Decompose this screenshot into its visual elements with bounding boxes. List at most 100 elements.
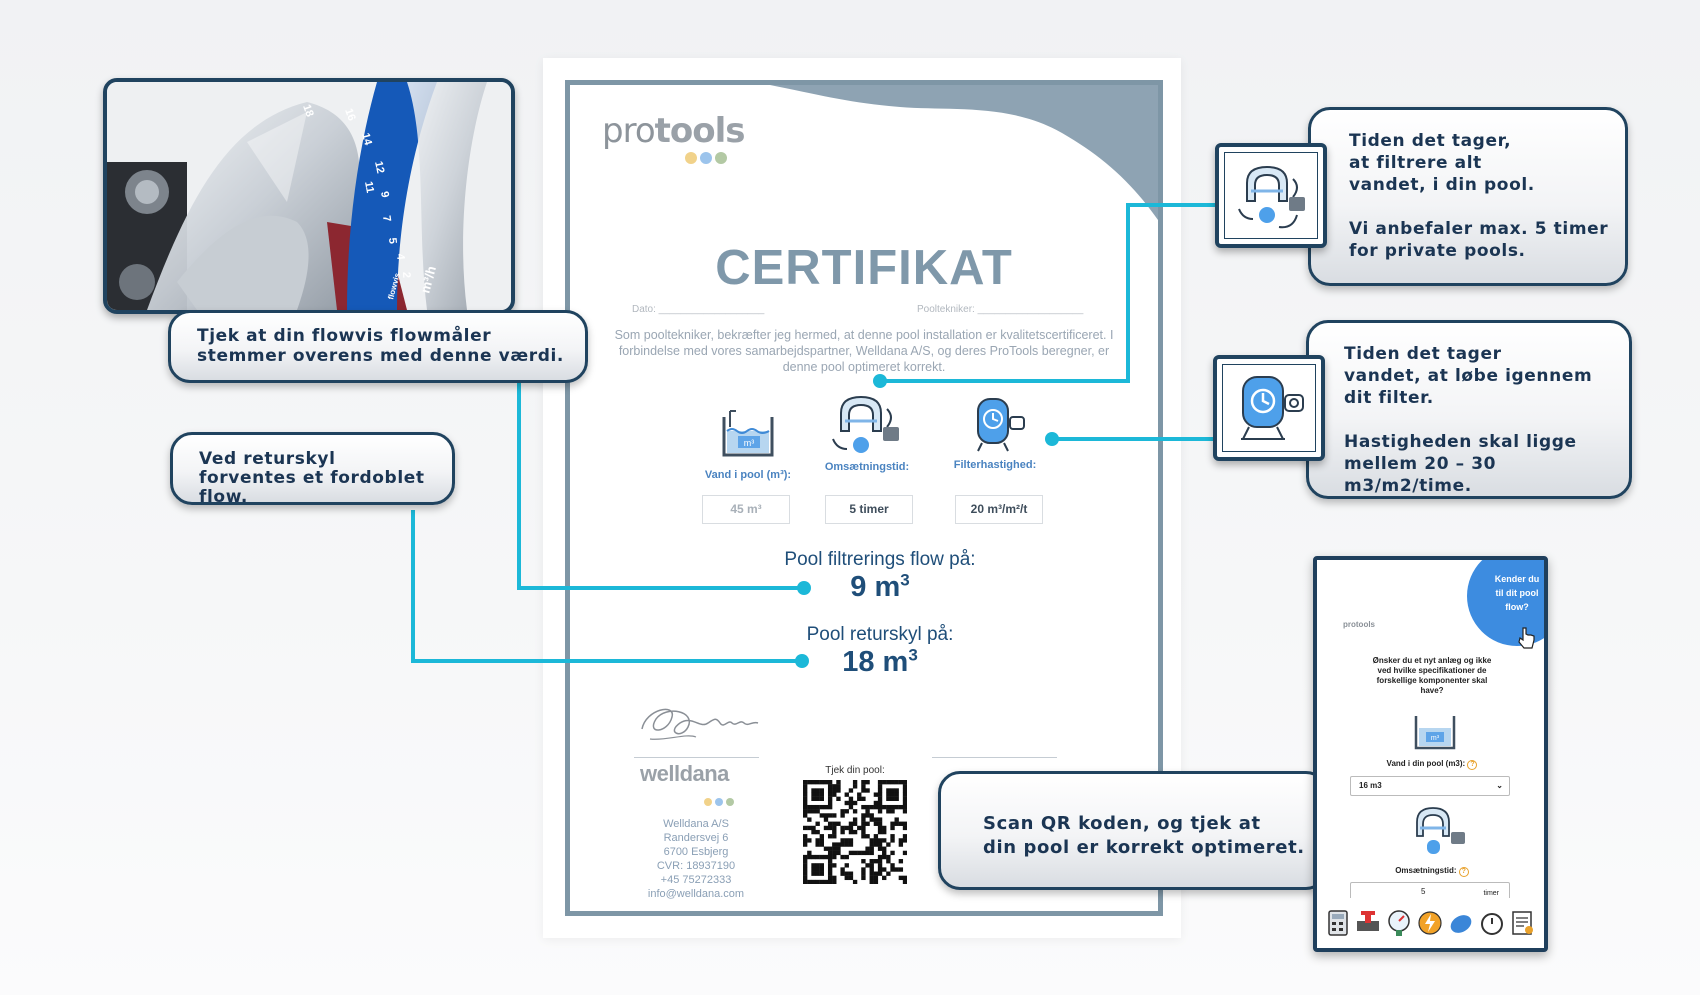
- metric-value-box: 20 m³/m²/t: [955, 495, 1043, 524]
- valve-icon[interactable]: [1355, 909, 1381, 937]
- pool-water-icon: m³: [1414, 716, 1456, 750]
- callout-backwash: Ved returskyl forventes et fordoblet flo…: [170, 432, 455, 507]
- callout-qr: Scan QR koden, og tjek at din pool er ko…: [938, 771, 1328, 890]
- callout-flowmeter: Tjek at din flowvis flowmåler stemmer ov…: [168, 310, 588, 383]
- metric-filter-speed: Filterhastighed:: [940, 395, 1050, 471]
- protools-logo: protools: [602, 111, 745, 151]
- scale-number: 7: [380, 215, 393, 223]
- pointer-hand-icon: [1518, 627, 1535, 649]
- callout-filter-line: Tiden det tager: [1344, 344, 1502, 364]
- metric-value-box: 45 m³: [702, 495, 790, 524]
- certificate-body-text: Som pooltekniker, bekræfter jeg hermed, …: [614, 328, 1114, 374]
- pool-water-icon: m³: [722, 410, 774, 457]
- address-block: Welldana A/S Randersvej 6 6700 Esbjerg C…: [636, 817, 756, 901]
- energy-icon[interactable]: [1417, 909, 1443, 937]
- filter-flow-value: 9 m3: [850, 570, 910, 603]
- water-label: Vand i din pool (m3): ?: [1357, 759, 1507, 770]
- filter-flow-result: Pool filtrerings flow på: 9 m3: [770, 545, 990, 604]
- turnover-label: Omsætningstid: ?: [1357, 866, 1507, 877]
- callout-qr-line: Scan QR koden, og tjek at: [983, 813, 1261, 834]
- address-line: Randersvej 6: [663, 832, 729, 844]
- backwash-flow-label: Pool returskyl på:: [806, 624, 954, 645]
- sand-filter-icon: [1241, 376, 1304, 440]
- metric-label: Vand i pool (m³):: [704, 469, 792, 481]
- logo-dots: [685, 149, 730, 168]
- flowmeter-illustration: 18 16 14 12 11 9 7 5 4 2 m³/h flowvis: [107, 82, 511, 310]
- address-line: 6700 Esbjerg: [663, 846, 729, 858]
- scale-number: 14: [359, 132, 374, 148]
- date-field: Dato: ___________________: [632, 304, 765, 315]
- water-select[interactable]: 16 m3 ⌄: [1350, 776, 1510, 796]
- callout-turnover-line: vandet, i din pool.: [1349, 175, 1535, 195]
- metric-turnover: Omsætningstid:: [807, 385, 927, 481]
- address-line: +45 75272333: [660, 874, 732, 886]
- qr-caption: Tjek din pool:: [825, 765, 885, 776]
- callout-qr-line: din pool er korrekt optimeret.: [983, 837, 1305, 858]
- filter-icon-box: [1213, 355, 1325, 461]
- metric-value: 45 m³: [702, 495, 790, 524]
- callout-turnover-line: Tiden det tager,: [1349, 131, 1512, 151]
- phone-question: Ønsker du et nyt anlæg og ikke ved hvilk…: [1372, 656, 1492, 695]
- phone-toolbar: [1317, 898, 1544, 948]
- scale-number: 9: [378, 190, 391, 198]
- scale-number: 2: [400, 272, 412, 279]
- certificate-icon[interactable]: [1510, 909, 1536, 937]
- callout-filter-line: Hastigheden skal ligge: [1344, 432, 1577, 452]
- scale-number: 18: [300, 103, 315, 119]
- metric-label: Filterhastighed:: [953, 459, 1037, 471]
- phone-logo: protools: [1343, 620, 1375, 629]
- backwash-flow-value: 18 m3: [842, 645, 918, 678]
- callout-filter-line: dit filter.: [1344, 388, 1434, 408]
- metric-pool-volume: m³ Vand i pool (m³):: [698, 405, 798, 481]
- gauge-icon[interactable]: [1386, 909, 1412, 937]
- certificate-title: CERTIFIKAT: [715, 241, 1013, 295]
- callout-turnover-line: for private pools.: [1349, 241, 1526, 261]
- backwash-flow-result: Pool returskyl på: 18 m3: [770, 622, 990, 679]
- scale-number: 4: [394, 253, 407, 261]
- bubble-line: flow?: [1505, 602, 1529, 612]
- qr-code[interactable]: [803, 780, 908, 885]
- phone-screen: Kender du til dit pool flow? protools Øn…: [1313, 556, 1548, 952]
- technician-field: Pooltekniker: ___________________: [917, 304, 1084, 315]
- help-icon[interactable]: ?: [1467, 760, 1478, 770]
- signature-line-2: [932, 757, 1057, 758]
- water-select-value: 16 m3: [1359, 781, 1382, 790]
- chevron-down-icon: ⌄: [1496, 781, 1503, 790]
- bubble-line: Kender du: [1494, 574, 1540, 584]
- certificate-wave-decoration: [770, 85, 1158, 220]
- scale-number: 12: [372, 160, 386, 174]
- scale-number: 11: [362, 180, 376, 194]
- callout-filter-line: vandet, at løbe igennem: [1344, 366, 1593, 386]
- svg-text:m³: m³: [744, 438, 755, 448]
- callout-turnover-line: at filtrere alt: [1349, 153, 1482, 173]
- address-line: info@welldana.com: [647, 888, 745, 900]
- scale-number: 5: [386, 237, 398, 244]
- circulation-pump-icon: [1238, 165, 1305, 229]
- metric-value: 20 m³/m²/t: [955, 495, 1043, 524]
- help-icon[interactable]: ?: [1458, 867, 1469, 877]
- flowmeter-photo: 18 16 14 12 11 9 7 5 4 2 m³/h flowvis: [103, 78, 515, 314]
- callout-filter-line: mellem 20 – 30 m3/m2/time.: [1344, 454, 1497, 496]
- metric-value: 5 timer: [825, 495, 913, 524]
- metric-label: Omsætningstid:: [824, 461, 910, 473]
- callout-turnover-line: Vi anbefaler max. 5 timer: [1349, 219, 1609, 239]
- salt-icon[interactable]: [1448, 909, 1474, 937]
- callout-backwash-text: Ved returskyl forventes et fordoblet flo…: [199, 449, 425, 507]
- callout-turnover: Tiden det tager, at filtrere alt vandet,…: [1308, 107, 1628, 286]
- address-line: Welldana A/S: [663, 818, 729, 830]
- calculator-icon[interactable]: [1326, 909, 1350, 937]
- turnover-icon-box: [1215, 143, 1327, 248]
- circulation-pump-icon: [1416, 807, 1465, 854]
- callout-flowmeter-text: Tjek at din flowvis flowmåler stemmer ov…: [197, 326, 564, 366]
- signature-line: [634, 757, 759, 758]
- circulation-pump-icon: [832, 395, 899, 453]
- signature: [641, 708, 759, 740]
- timer-icon[interactable]: [1479, 909, 1505, 937]
- callout-filter-speed: Tiden det tager vandet, at løbe igennem …: [1306, 320, 1632, 499]
- metric-value-box: 5 timer: [825, 495, 913, 524]
- turnover-unit: timer: [1483, 890, 1499, 897]
- turnover-input-value: 5: [1421, 887, 1426, 896]
- welldana-logo-dots: [704, 791, 737, 810]
- welldana-logo: welldana: [640, 761, 729, 786]
- scale-unit: m³/h: [417, 264, 439, 294]
